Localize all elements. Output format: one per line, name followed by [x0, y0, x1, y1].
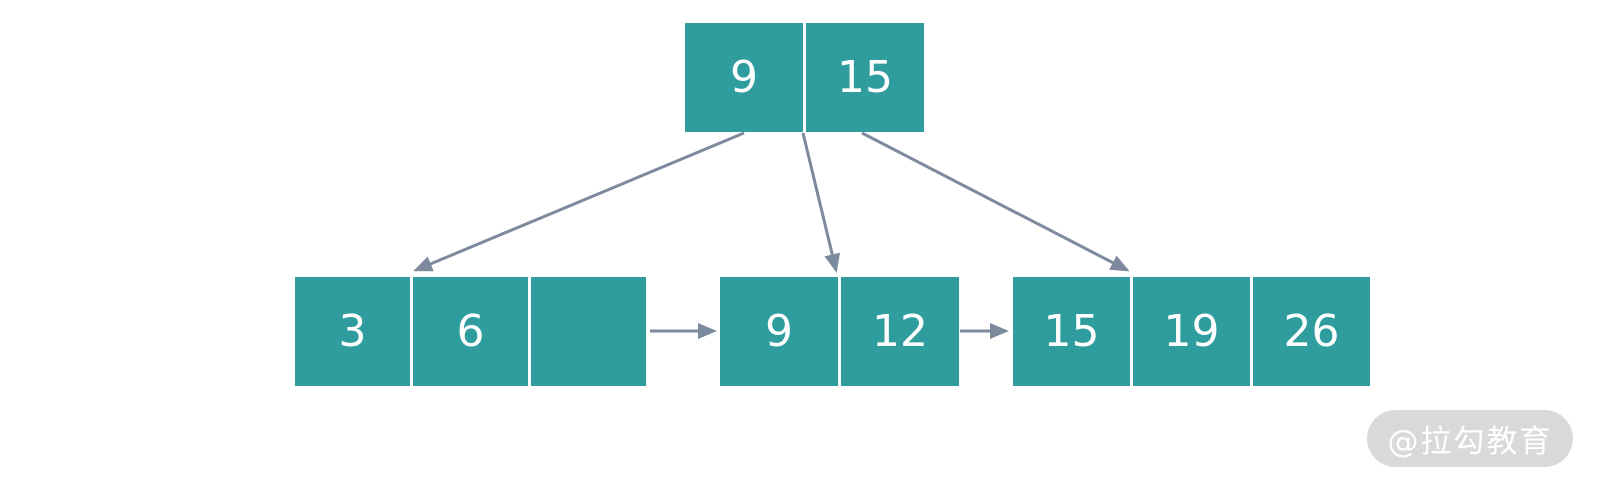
tree-cell-leaf-3-1: 19 [1133, 277, 1250, 386]
tree-cell-leaf-1-0: 3 [295, 277, 410, 386]
tree-cell-leaf-3-2: 26 [1253, 277, 1370, 386]
tree-cell-leaf-2-0: 9 [720, 277, 838, 386]
tree-cell-root-1: 15 [806, 23, 924, 132]
watermark-badge: @拉勾教育 [1367, 410, 1573, 467]
tree-cell-leaf-1-1: 6 [413, 277, 528, 386]
tree-cell-leaf-1-2 [531, 277, 646, 386]
arrow-root-to-leaf-1 [413, 131, 745, 272]
tree-cell-leaf-3-0: 15 [1013, 277, 1130, 386]
arrow-root-to-leaf-2 [801, 132, 841, 273]
arrow-root-to-leaf-3 [861, 131, 1130, 272]
tree-cell-leaf-2-1: 12 [841, 277, 959, 386]
tree-cell-root-0: 9 [685, 23, 803, 132]
